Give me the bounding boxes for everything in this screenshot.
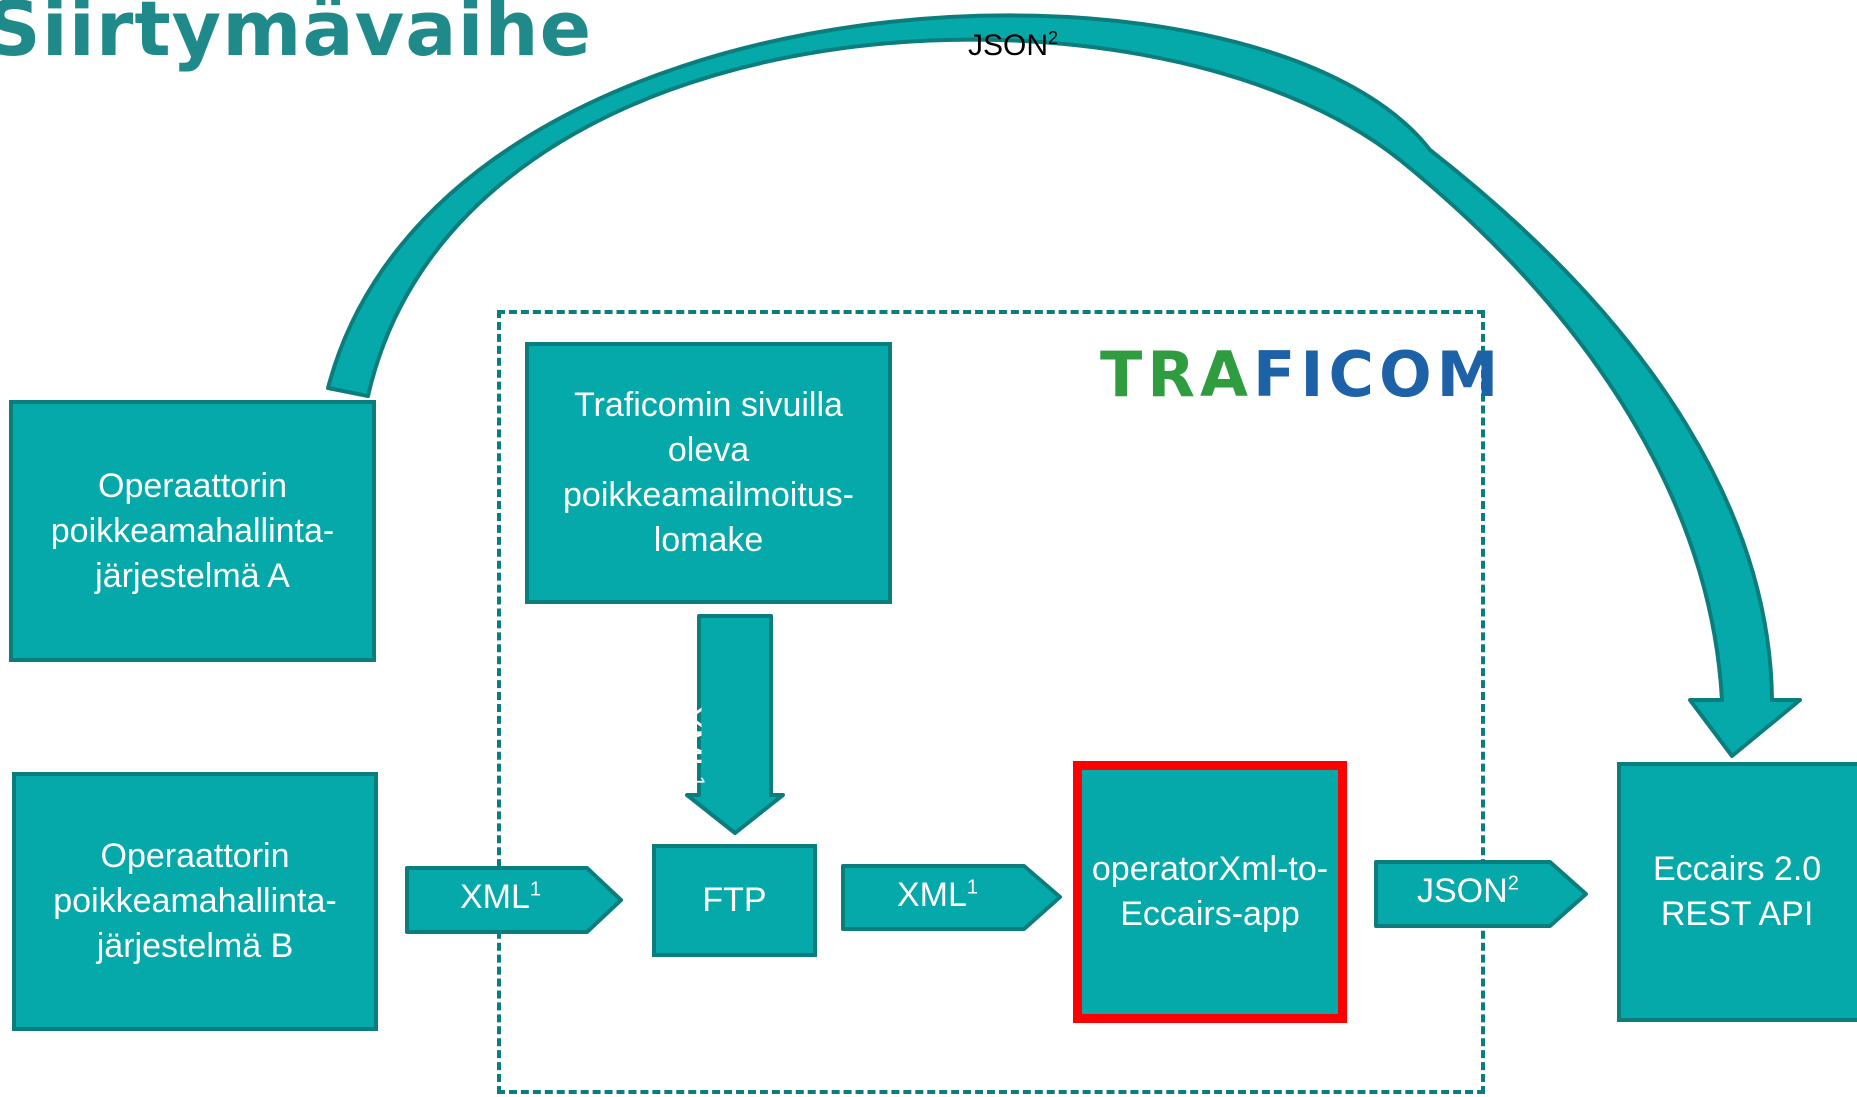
arrow-app-to-eccairs-label: JSON2 — [1417, 872, 1519, 910]
arrow-ftp-to-app-label: XML1 — [897, 876, 979, 914]
app-box-highlighted: operatorXml-to-Eccairs-app — [1073, 761, 1347, 1023]
ftp-box: FTP — [652, 844, 817, 957]
page-title: Siirtymävaihe — [0, 0, 593, 73]
curved-arrow-label: JSON2 — [968, 28, 1059, 62]
arrow-form-to-ftp-label: XML1 — [670, 706, 708, 788]
traficom-logo: TRAFICOM — [1100, 338, 1504, 411]
arrow-ftp-to-app — [841, 864, 1062, 931]
arrow-b-to-ftp — [405, 866, 623, 934]
curved-arrow-shape — [326, 13, 1802, 758]
arrow-app-to-eccairs — [1374, 860, 1588, 928]
arrow-b-to-ftp-label: XML1 — [460, 878, 542, 916]
traficom-region — [497, 310, 1485, 1094]
arrow-form-to-ftp — [685, 614, 785, 835]
